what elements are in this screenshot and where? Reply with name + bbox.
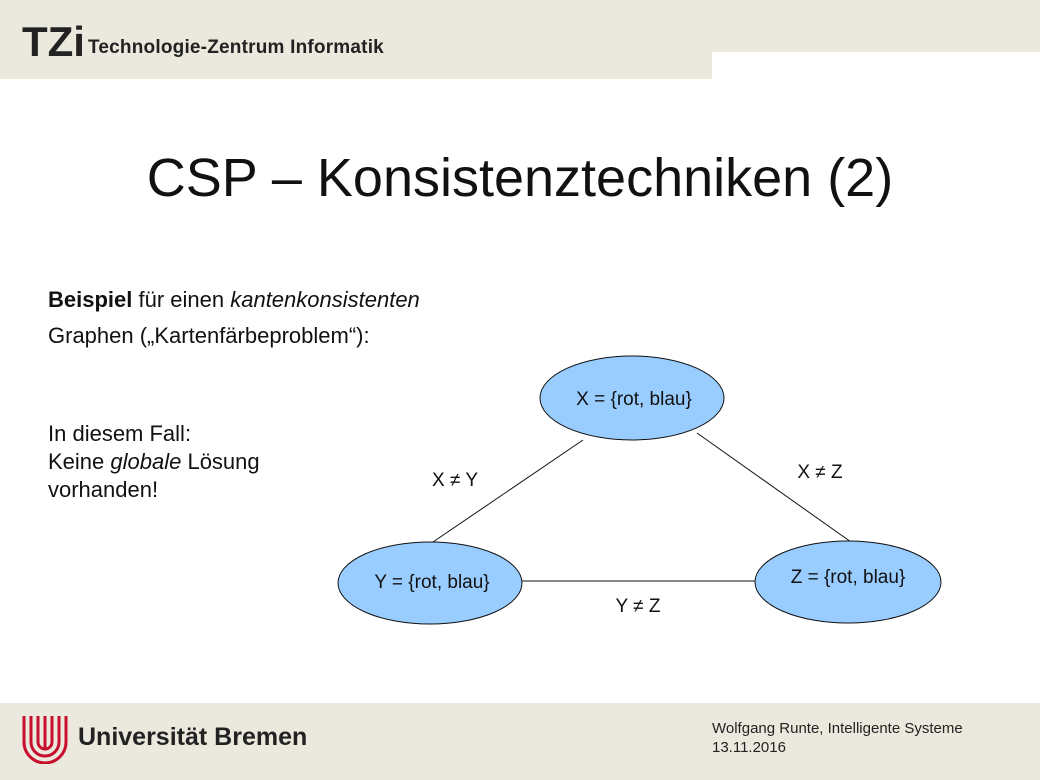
intro-text-1: für einen <box>132 287 231 312</box>
node-y <box>337 541 523 625</box>
footer-author: Wolfgang Runte, Intelligente Systeme <box>712 720 963 737</box>
intro-text: Beispiel für einen kantenkonsistenten Gr… <box>48 282 420 354</box>
constraint-graph: X = {rot, blau} Y = {rot, blau} Z = {rot… <box>337 355 942 625</box>
node-y-label: Y = {rot, blau} <box>374 572 489 593</box>
footer-date: 13.11.2016 <box>712 739 786 756</box>
edge-x-z <box>696 432 852 543</box>
intro-bold: Beispiel <box>48 287 133 312</box>
institute-name: Technologie-Zentrum Informatik <box>88 37 384 58</box>
university-name: Universität Bremen <box>78 723 308 751</box>
node-x-label: X = {rot, blau} <box>576 389 692 410</box>
tzi-logo: TZi <box>22 18 85 62</box>
edge-y-z-label: Y ≠ Z <box>616 596 661 617</box>
edge-x-z-label: X ≠ Z <box>797 462 843 483</box>
edge-x-y <box>432 439 584 543</box>
header-bar <box>0 0 712 79</box>
intro-line-1: Beispiel für einen kantenkonsistenten <box>48 282 420 318</box>
slide-title: CSP – Konsistenztechniken (2) <box>146 148 894 208</box>
node-z-label: Z = {rot, blau} <box>791 567 906 588</box>
note-text: In diesem Fall: Keine globale Lösung vor… <box>48 420 260 504</box>
node-z <box>754 540 942 624</box>
note-line-1: In diesem Fall: <box>48 421 192 446</box>
header-bar-right <box>712 0 1040 52</box>
intro-line-2: Graphen („Kartenfärbeproblem“): <box>48 323 370 348</box>
note-line-2-italic: globale <box>110 449 182 474</box>
note-line-3: vorhanden! <box>48 477 159 502</box>
node-x <box>539 355 725 441</box>
note-line-2-post: Lösung <box>181 449 260 474</box>
university-logo-icon <box>22 716 68 764</box>
edge-x-y-label: X ≠ Y <box>432 470 478 491</box>
footer-bar <box>0 703 1040 780</box>
note-line-2: Keine globale Lösung <box>48 448 260 476</box>
note-line-2-pre: Keine <box>48 449 111 474</box>
footer-info: Wolfgang Runte, Intelligente Systeme 13.… <box>712 719 963 757</box>
tzi-logo-text: TZi <box>22 18 85 62</box>
intro-italic: kantenkonsistenten <box>230 287 420 312</box>
